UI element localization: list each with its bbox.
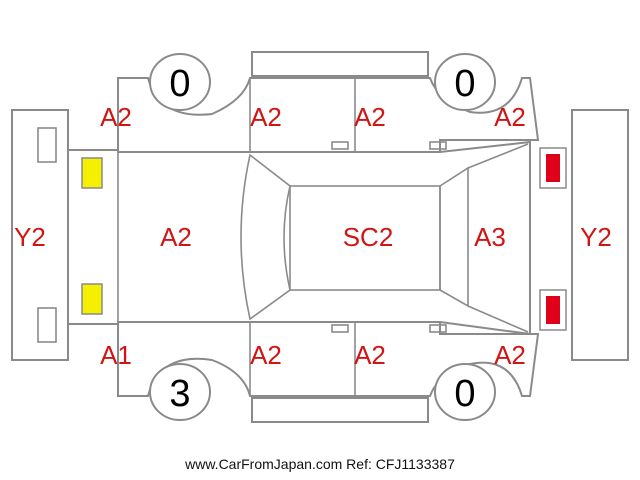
door-handle-top-1 (331, 141, 349, 150)
front-lamp-bottom (81, 283, 103, 315)
trunk-line (467, 143, 529, 169)
front-bumper (11, 109, 69, 361)
tire-front-top-value: 0 (169, 63, 190, 105)
front-bumper-slot-bottom (37, 307, 57, 343)
tire-front-top (149, 53, 211, 111)
front-bumper-slot-top (37, 127, 57, 163)
trunk-line-2 (467, 305, 529, 333)
label-fender-front-top: A2 (100, 102, 132, 132)
side-skirt-top (251, 51, 429, 77)
label-door-rear-top: A2 (354, 102, 386, 132)
rear-lamp-top-fill (546, 154, 560, 182)
label-trunk: A3 (474, 222, 506, 252)
label-fender-front-bottom: A1 (100, 340, 132, 370)
label-front-bumper: Y2 (14, 222, 46, 252)
reference-footer: www.CarFromJapan.com Ref: CFJ1133387 (185, 456, 455, 472)
label-door-rear-bottom: A2 (354, 340, 386, 370)
tire-rear-top-value: 0 (454, 63, 475, 105)
body-side-top (117, 77, 540, 153)
label-roof: SC2 (343, 222, 394, 252)
front-lamp-top (81, 157, 103, 189)
side-skirt-bottom (251, 397, 429, 423)
windshield (240, 153, 291, 321)
door-handle-bottom-2 (429, 324, 447, 333)
label-door-front-top: A2 (250, 102, 282, 132)
label-rear-bumper: Y2 (580, 222, 612, 252)
label-quarter-top: A2 (494, 102, 526, 132)
door-handle-top-2 (429, 141, 447, 150)
body-side-bottom (117, 321, 540, 397)
tire-rear-bottom (434, 363, 496, 421)
label-door-front-bottom: A2 (250, 340, 282, 370)
door-handle-bottom-1 (331, 324, 349, 333)
label-quarter-bottom: A2 (494, 340, 526, 370)
tire-front-bottom (149, 363, 211, 421)
rear-bumper (571, 109, 629, 361)
body-top-view (67, 140, 531, 336)
rear-lamp-bottom-fill (546, 296, 560, 324)
tire-front-bottom-value: 3 (169, 373, 190, 415)
label-hood: A2 (160, 222, 192, 252)
tire-rear-top (434, 53, 496, 111)
tire-rear-bottom-value: 0 (454, 373, 475, 415)
